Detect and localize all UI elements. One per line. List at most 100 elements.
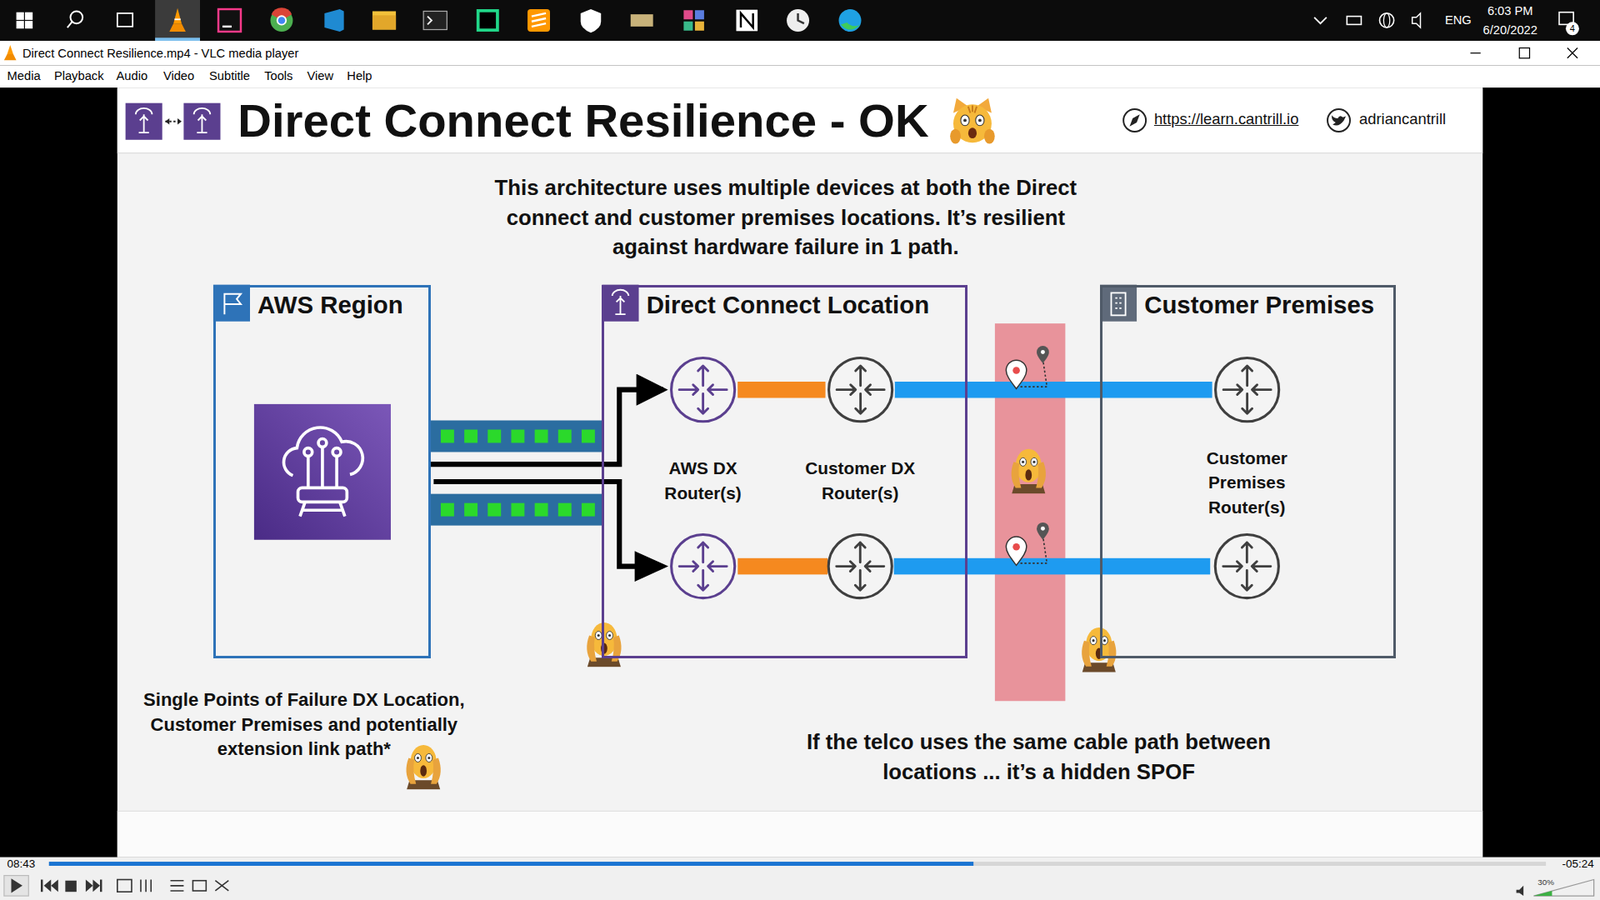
connection-bars <box>430 420 603 525</box>
box-heading: AWS Region <box>257 288 404 321</box>
router-label: AWS DX Router(s) <box>631 455 775 505</box>
scream-emoji <box>1081 627 1116 672</box>
connection-bars <box>430 494 603 526</box>
taskbar <box>25 20 33 29</box>
arrow-connector <box>430 390 664 465</box>
router-icon <box>668 355 738 425</box>
taskbar <box>695 10 705 20</box>
location-pin <box>1005 345 1049 389</box>
video-area <box>0 87 1600 857</box>
connection-bars <box>510 430 525 444</box>
taskbar <box>222 25 232 28</box>
remaining-time: -05:24 <box>1562 857 1595 872</box>
taskbar <box>276 15 287 25</box>
player-controls <box>192 880 206 891</box>
taskbar <box>25 12 33 20</box>
location-pin <box>1036 345 1050 364</box>
taskbar <box>1412 13 1421 28</box>
taskbar <box>324 9 344 32</box>
label-holder: Media <box>7 68 41 84</box>
scream-emoji <box>1011 449 1046 494</box>
taskbar <box>174 18 180 20</box>
router-icon <box>828 358 892 422</box>
player-controls <box>50 880 59 893</box>
slide-header-icons <box>1130 114 1140 127</box>
window-titlebar <box>1519 48 1530 59</box>
slide-header-icons <box>194 108 211 133</box>
menu-item: Playback <box>54 68 105 84</box>
box-header-icons <box>1100 285 1137 322</box>
video-area <box>117 87 1483 857</box>
connection-bars <box>581 430 595 444</box>
connection-bars <box>430 420 603 452</box>
label-holder: Playback <box>54 68 105 84</box>
taskbar <box>423 10 447 30</box>
window-titlebar <box>4 54 17 60</box>
volume-level: 30% <box>1537 877 1555 888</box>
taskbar <box>16 12 34 30</box>
spof-note: Single Points of Failure DX Location, Cu… <box>135 687 473 761</box>
label-holder: 6/20/2022 <box>1469 22 1551 38</box>
video-area <box>117 152 1483 154</box>
router-symbol: Customer DX Router(s) <box>825 355 895 425</box>
label-holder: View <box>307 68 335 84</box>
video-area <box>117 810 1483 857</box>
box-heading: Direct Connect Location <box>646 288 930 321</box>
player-controls <box>44 880 52 893</box>
player-controls <box>117 880 132 893</box>
player-controls <box>1516 885 1525 896</box>
taskbar <box>372 15 396 30</box>
taskbar <box>1383 13 1390 28</box>
clock-date: 6/20/2022 <box>1469 22 1551 38</box>
slide-header-icons <box>1327 109 1350 132</box>
connection-bars <box>535 430 549 444</box>
taskbar <box>683 21 693 31</box>
premises-box: Customer PremisesCustomer Premises Route… <box>1100 285 1396 659</box>
box-header-icons <box>213 285 250 322</box>
player-controls <box>0 857 1600 900</box>
label-holder: 30% <box>1537 877 1555 888</box>
region-box: AWS Region <box>213 285 431 659</box>
player-controls <box>10 878 22 893</box>
taskbar <box>155 0 200 41</box>
router-label: Customer Premises Router(s) <box>1175 445 1319 520</box>
window-titlebar <box>0 65 1600 88</box>
taskbar <box>427 16 432 25</box>
second-path <box>828 535 892 599</box>
taskbar <box>1346 16 1361 25</box>
location-pin <box>1040 350 1045 355</box>
label-holder: This architecture uses multiple devices … <box>490 173 1082 263</box>
slide-header-icons <box>165 118 170 125</box>
taskbar <box>740 13 754 28</box>
taskbar <box>630 14 654 27</box>
box-header-icons <box>1115 298 1121 309</box>
second-path <box>433 481 641 567</box>
second-path <box>1215 535 1279 599</box>
connection-bars <box>510 503 525 517</box>
menu-item: Subtitle <box>209 68 250 84</box>
taskbar <box>1565 21 1580 35</box>
direct-connect-gateway-icon <box>335 455 339 488</box>
box-heading: Customer Premises <box>1144 288 1375 321</box>
elapsed-time: 08:43 <box>7 857 36 872</box>
label-holder: Tools <box>264 68 293 84</box>
router-label: Customer DX Router(s) <box>788 455 931 505</box>
slide-header-icons <box>183 103 220 140</box>
taskbar <box>0 0 1600 41</box>
video-area <box>117 810 1483 812</box>
slide-header-icons <box>1331 115 1346 125</box>
taskbar <box>169 23 186 32</box>
location-pin <box>1012 366 1020 375</box>
router-icon <box>825 355 895 425</box>
label-holder: 08:43 <box>7 857 36 872</box>
extension-link <box>895 381 1213 399</box>
title-holder: Direct Connect Resilience - OK <box>237 92 929 150</box>
label-holder: -05:24 <box>1562 857 1595 872</box>
player-controls <box>85 880 94 893</box>
direct-connect-gateway-icon <box>298 439 348 517</box>
taskbar <box>67 21 73 28</box>
player-controls <box>215 880 229 891</box>
box-header-icons <box>601 285 639 322</box>
taskbar <box>372 10 396 30</box>
